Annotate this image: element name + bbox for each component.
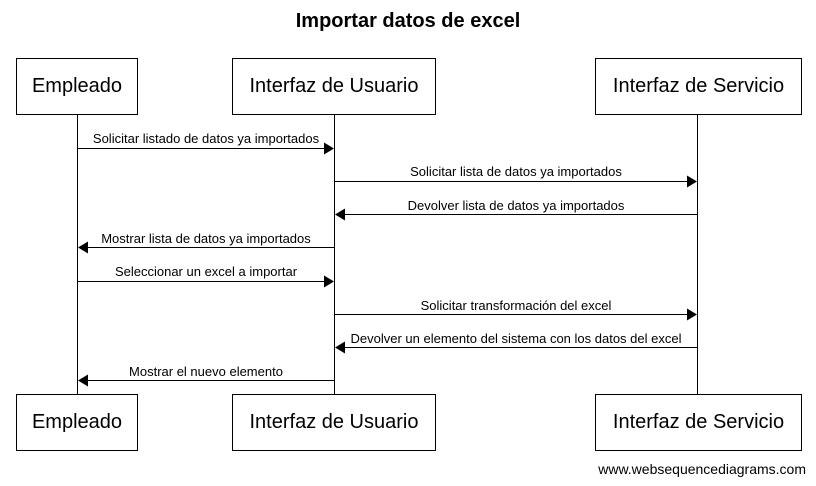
lifeline-servicio [697,114,698,395]
message-label: Solicitar lista de datos ya importados [410,164,622,179]
arrowhead [78,241,88,254]
arrowhead [78,374,88,387]
lifeline-ui [334,114,335,395]
actor-label: Interfaz de Usuario [249,411,419,433]
message-label: Mostrar lista de datos ya importados [101,231,311,246]
message-label: Devolver lista de datos ya importados [407,198,625,213]
actor-box-servicio-top: Interfaz de Servicio [595,58,802,115]
actor-box-ui-top: Interfaz de Usuario [232,58,436,115]
diagram-title: Importar datos de excel [295,10,521,32]
message-label: Seleccionar un excel a importar [114,264,298,279]
actor-label: Interfaz de Usuario [249,75,419,97]
lifeline-empleado [77,114,78,395]
actor-label: Interfaz de Servicio [612,411,785,433]
message-label: Solicitar transformación del excel [420,298,612,313]
actor-label: Empleado [31,411,123,433]
actor-label: Interfaz de Servicio [612,75,785,97]
actor-box-servicio-bottom: Interfaz de Servicio [595,394,802,451]
actor-box-ui-bottom: Interfaz de Usuario [232,394,436,451]
message-label: Devolver un elemento del sistema con los… [350,331,682,346]
actor-label: Empleado [31,75,123,97]
actor-box-empleado-top: Empleado [16,58,138,115]
arrowhead [335,341,345,354]
arrowhead [687,308,697,321]
arrowhead [324,275,334,288]
message-label: Solicitar listado de datos ya importados [92,131,320,146]
message-label: Mostrar el nuevo elemento [129,364,283,379]
footer-credit: www.websequencediagrams.com [598,461,806,477]
arrowhead [335,208,345,221]
arrowhead [324,142,334,155]
actor-box-empleado-bottom: Empleado [16,394,138,451]
arrowhead [687,175,697,188]
